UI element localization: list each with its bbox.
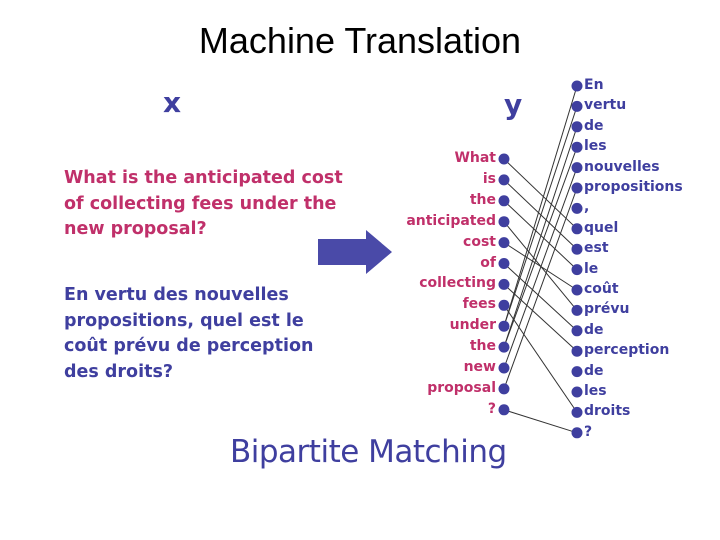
french-node [571,223,583,235]
french-node [571,243,583,255]
english-node [498,153,510,165]
english-token: fees [462,296,496,313]
alignment-edge [503,284,578,352]
french-node [571,427,583,439]
french-token: le [584,260,599,277]
french-token: est [584,240,609,257]
french-token: coût [584,281,619,297]
french-token: de [584,362,604,379]
french-node [571,345,583,357]
french-token: les [584,138,607,155]
english-token: proposal [427,379,496,396]
french-token: , [584,199,590,216]
alignment-edge [503,126,578,348]
french-node [571,121,583,133]
french-token: vertu [584,97,627,114]
english-token: the [469,338,496,355]
english-token: ? [487,400,496,417]
french-node [571,386,583,398]
alignment-edge [503,85,578,327]
x-variable-label: x [163,86,182,119]
alignment-edge [503,187,578,390]
french-node [571,284,583,296]
english-node [498,278,510,290]
french-node [571,202,583,214]
english-node [498,195,510,207]
french-token: quel [584,219,619,236]
french-token: propositions [584,179,683,195]
french-node [571,80,583,92]
alignment-edge [503,106,578,327]
right-arrow-icon [318,230,392,274]
english-node [498,341,510,353]
english-token: of [480,254,496,271]
english-token: under [449,317,496,334]
french-token: de [584,117,604,134]
alignment-edge [503,242,578,291]
alignment-edge [503,409,578,434]
english-node [498,258,510,269]
french-node [571,100,583,112]
y-variable-label: y [504,88,523,121]
english-node [498,383,510,395]
english-token: cost [463,233,496,250]
english-token: collecting [419,275,496,292]
english-node [498,216,510,228]
french-token: nouvelles [584,158,660,175]
bipartite-matching-caption: Bipartite Matching [230,434,507,470]
french-node [571,141,583,153]
english-token: is [482,170,496,187]
english-token: the [469,191,496,208]
alignment-edge [503,305,578,413]
french-token: perception [584,342,670,359]
french-node [571,366,583,378]
source-sentence: What is the anticipated cost of collecti… [64,168,343,239]
alignment-edge [503,167,578,369]
english-node [498,237,510,249]
french-token: les [584,383,607,399]
alignment-edge [503,147,578,348]
english-token: anticipated [406,212,496,229]
english-token: new [463,359,496,375]
french-node [571,406,583,418]
french-token: prévu [584,301,630,318]
alignment-edge [503,179,578,250]
french-token: En [584,77,604,93]
french-token: ? [584,423,593,440]
english-token: What [454,150,496,166]
alignment-edge [503,263,578,332]
english-node [498,299,510,311]
french-node [571,264,583,276]
alignment-edge [503,200,578,270]
alignment-edge [503,158,578,230]
french-token: de [584,321,604,338]
english-node [498,320,510,332]
french-node [571,182,583,194]
target-sentence: En vertu des nouvelles propositions, que… [64,285,314,382]
french-token: droits [584,403,631,420]
french-node [571,325,583,337]
english-node [498,404,510,416]
english-node [498,362,510,374]
english-node [498,174,510,186]
french-node [571,162,583,174]
french-node [571,304,583,316]
slide-title: Machine Translation [198,20,522,61]
